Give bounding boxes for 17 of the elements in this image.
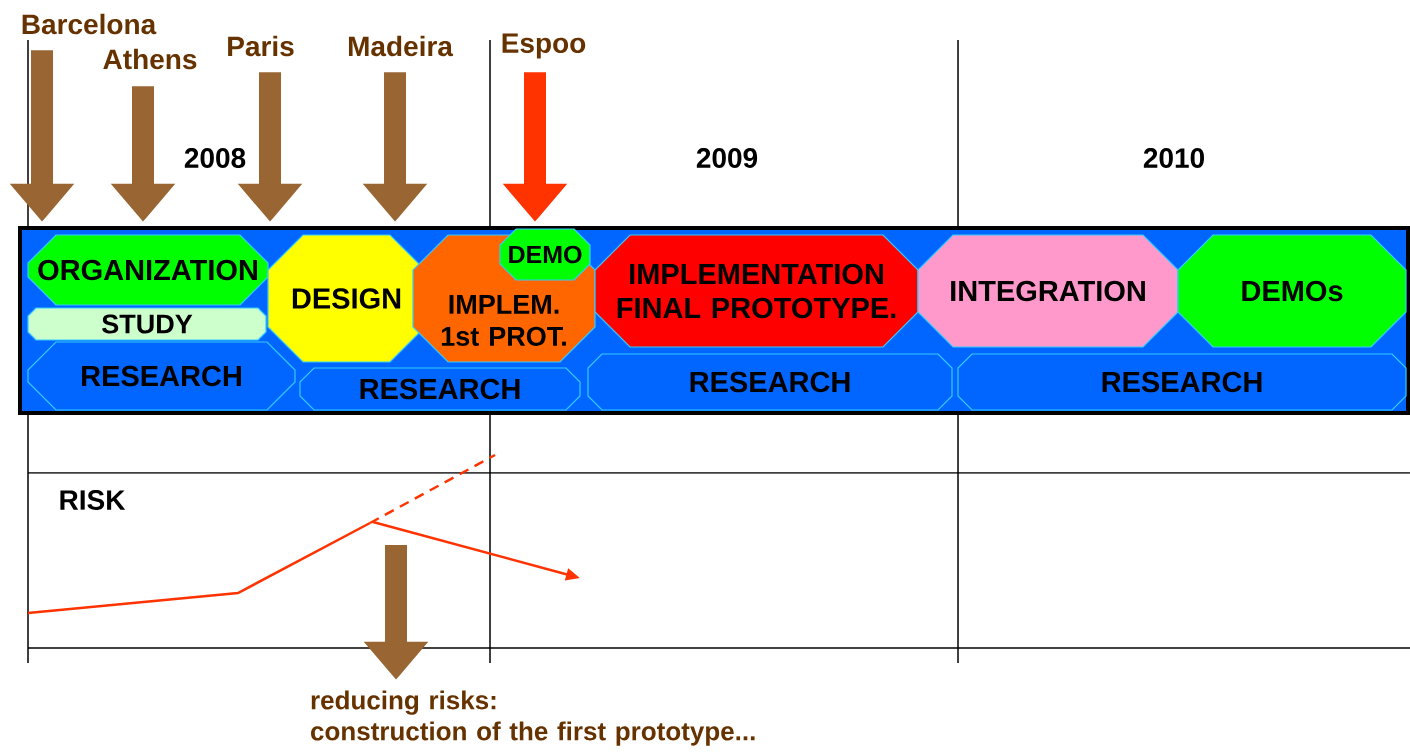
year-label: 2009 [696,148,758,168]
year-label: 2010 [1143,148,1204,168]
phase-octagon: INTEGRATION [917,234,1179,348]
risk-label: RISK [60,490,126,510]
phase-octagon: ORGANIZATION [27,234,269,306]
year-label: 2008 [184,148,246,168]
phase-octagon: RESEARCH [27,341,296,411]
phase-octagon: DEMOs [1177,234,1407,348]
city-label: Barcelona [22,13,157,35]
phase-octagon: RESEARCH [299,367,581,411]
city-label: Espoo [502,33,586,59]
city-label: Athens [103,48,197,70]
phase-octagon: IMPLEMENTATION FINAL PROTOTYPE. [594,234,919,348]
note-text: reducing risks: construction of the first prototype... [311,690,755,746]
city-label: Madeira [348,35,454,57]
city-label: Paris [228,35,294,57]
phase-octagon: DESIGN [267,234,426,363]
